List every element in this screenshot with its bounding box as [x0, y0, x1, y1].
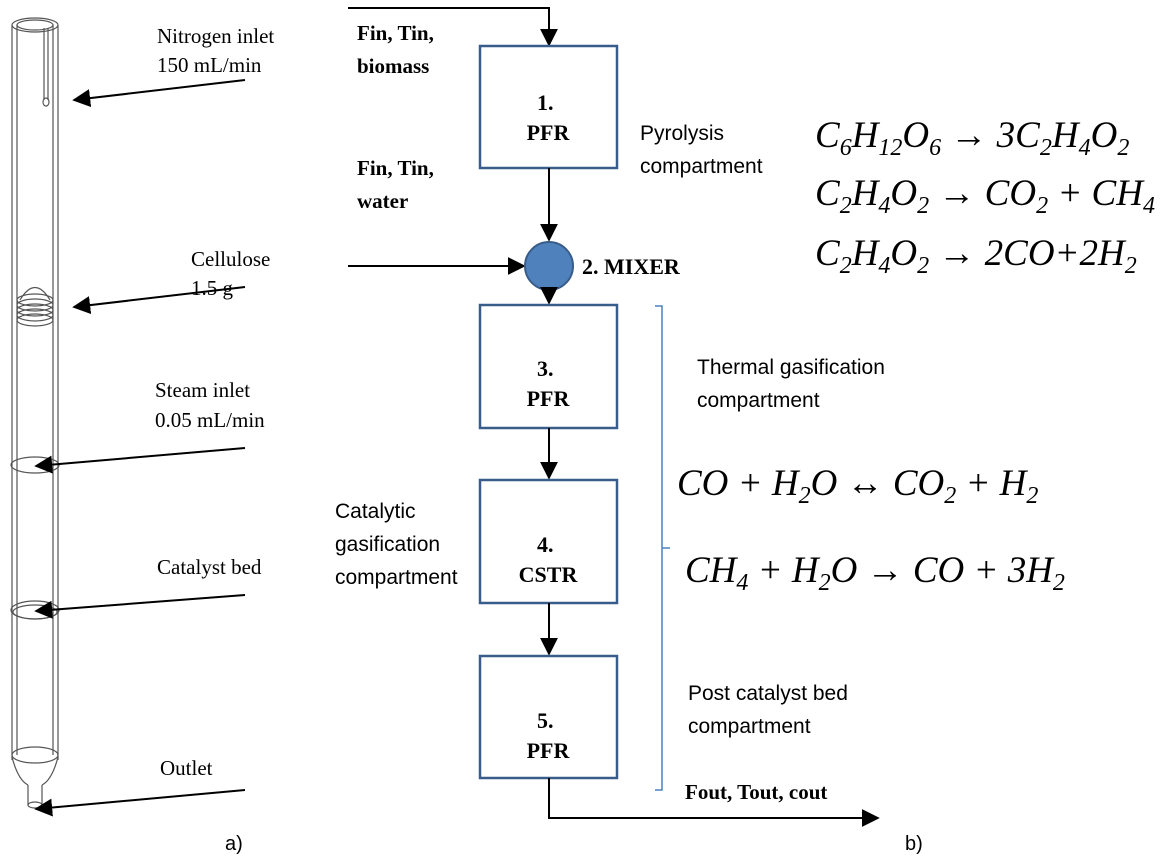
equation-1: C6H12O6 → 3C2H4O2: [815, 115, 1129, 161]
unit-3-pfr: [478, 303, 619, 430]
equation-4: CO + H2O ↔ CO2 + H2: [677, 463, 1038, 509]
unit-2-label: 2. MIXER: [582, 254, 681, 279]
catalyst-label: Catalyst bed: [157, 555, 262, 579]
pyrolysis-label: Pyrolysis compartment: [640, 122, 763, 178]
post-label: Post catalyst bed compartment: [688, 682, 854, 738]
nitrogen-label: Nitrogen inlet 150 mL/min: [157, 24, 279, 77]
output-label: Fout, Tout, cout: [685, 780, 827, 804]
panel-b-tag: b): [905, 833, 923, 855]
catalyst-arrow: [34, 594, 246, 619]
nitrogen-arrow: [72, 79, 246, 108]
unit-5-label: 5. PFR: [527, 708, 571, 763]
unit-4-cstr: [478, 478, 619, 605]
reactor-tube: [10, 17, 60, 809]
output-arrow: [548, 778, 880, 827]
unit-1-pfr: [478, 44, 619, 170]
outlet-arrow: [34, 789, 246, 817]
equation-5: CH4 + H2O → CO + 3H2: [685, 550, 1065, 596]
cellulose-label: Cellulose 1.5 g: [191, 247, 276, 300]
thermal-label: Thermal gasification compartment: [697, 356, 891, 412]
feed-top-arrow: [348, 7, 558, 47]
feed-top-label: Fin, Tin, biomass: [357, 21, 439, 78]
equation-3: C2H4O2 → 2CO+2H2: [815, 233, 1137, 279]
unit-5-pfr: [478, 654, 619, 780]
compartment-bracket: [655, 305, 670, 791]
unit-2-mixer: [524, 241, 574, 291]
unit-3-label: 3. PFR: [527, 356, 571, 411]
equation-2: C2H4O2 → CO2 + CH4: [815, 173, 1155, 219]
cellulose-arrow: [72, 286, 246, 315]
steam-label: Steam inlet 0.05 mL/min: [155, 378, 265, 432]
unit-4-label: 4. CSTR: [519, 532, 579, 587]
outlet-label: Outlet: [160, 756, 213, 780]
steam-arrow: [34, 447, 246, 474]
feed-water-label: Fin, Tin, water: [357, 156, 439, 213]
catalytic-label: Catalytic gasification compartment: [335, 500, 458, 589]
unit-1-label: 1. PFR: [527, 90, 571, 145]
panel-a-tag: a): [225, 833, 243, 855]
